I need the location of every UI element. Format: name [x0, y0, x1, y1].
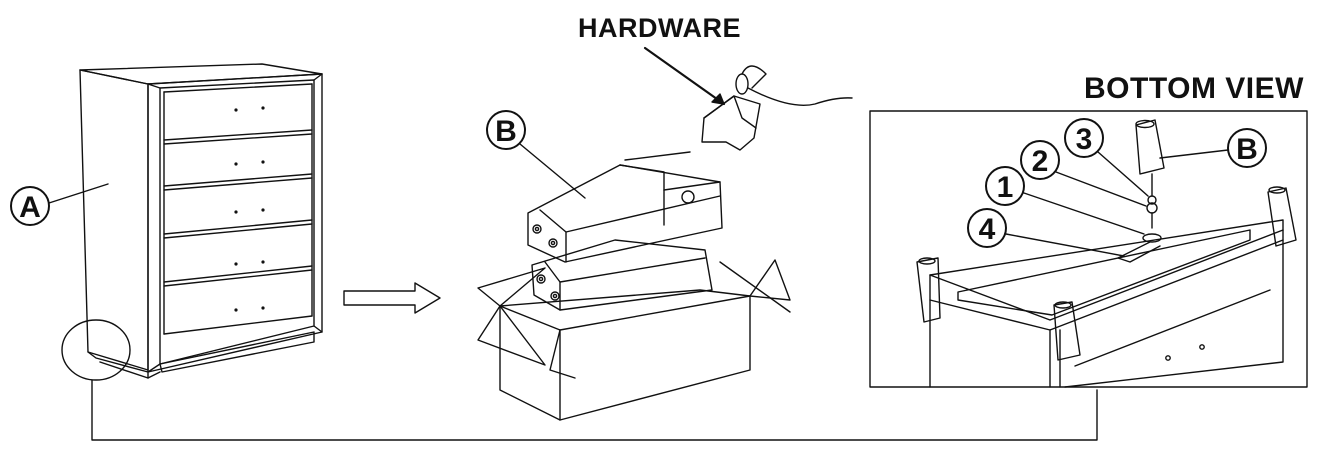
callout-b-view: B	[1159, 128, 1267, 168]
bottom-view-title: BOTTOM VIEW	[1084, 72, 1304, 105]
drawers	[163, 83, 313, 335]
chest-of-drawers-illustration: A	[10, 63, 1098, 441]
bottom-view-panel: BOTTOM VIEW	[869, 72, 1308, 388]
svg-text:1: 1	[997, 171, 1014, 204]
svg-text:3: 3	[1076, 123, 1093, 156]
callout-3: 3	[1064, 118, 1149, 197]
callout-4: 4	[967, 208, 1125, 257]
detail-circle-connector	[61, 319, 1098, 441]
arrow-right-icon	[343, 282, 441, 314]
svg-text:A: A	[19, 191, 41, 224]
box-with-legs-illustration: B	[477, 110, 791, 421]
svg-text:4: 4	[979, 213, 996, 246]
svg-text:B: B	[1236, 133, 1258, 166]
label-a: A	[10, 183, 109, 226]
hardware-bag-illustration: HARDWARE	[578, 13, 853, 151]
svg-text:2: 2	[1032, 145, 1049, 178]
callout-2: 2	[1020, 140, 1147, 207]
hardware-label: HARDWARE	[578, 13, 741, 43]
label-b-box: B	[486, 110, 586, 199]
svg-text:B: B	[495, 115, 517, 148]
chest-underside-illustration: B 3 2 1 4	[916, 118, 1297, 388]
callout-1: 1	[985, 166, 1145, 235]
drawer-knobs	[234, 106, 265, 312]
